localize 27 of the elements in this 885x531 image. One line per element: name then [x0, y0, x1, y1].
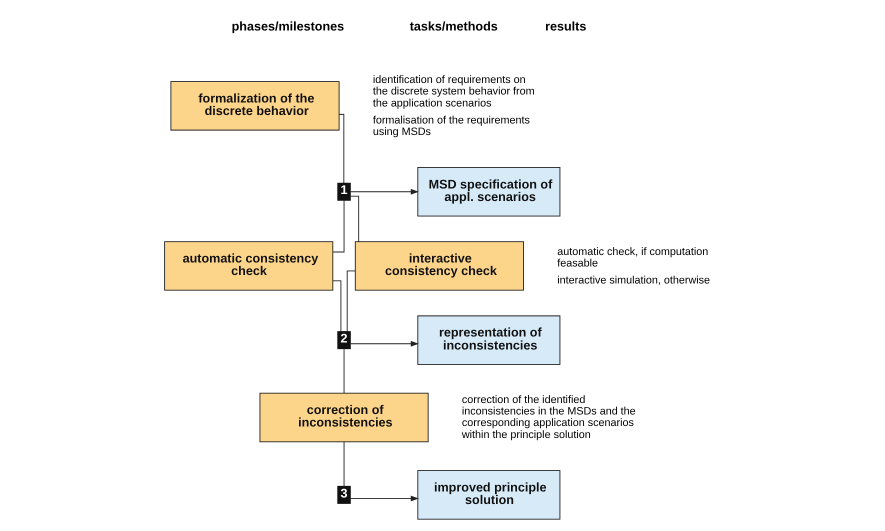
node-box: automatic consistency check	[164, 241, 333, 291]
node-label: automatic check, if computation feasable	[556, 246, 708, 270]
node-label: interactive simulation, otherwise	[556, 274, 710, 287]
node-box: correction of inconsistencies	[259, 392, 428, 442]
label: results	[544, 19, 586, 34]
arrow	[350, 496, 418, 502]
connector	[343, 348, 344, 394]
node-box: 2	[336, 331, 350, 350]
connector	[346, 270, 356, 332]
connector	[332, 280, 341, 332]
connector	[350, 196, 359, 242]
node-box: improved principle solution	[416, 470, 560, 520]
node-box: MSD specification of appl. scenarios	[416, 167, 560, 216]
node-box: formalization of the discrete behavior	[170, 81, 340, 131]
node-box: 1	[336, 182, 350, 201]
arrow	[350, 188, 418, 195]
node-box: 3	[336, 486, 350, 504]
label: phases/milestones	[231, 19, 344, 34]
node-label: formalisation of the requirements using MSDs	[372, 114, 530, 138]
node-label: correction of the identified inconsistencies in the MSDs and the corresponding application scenarios within the principle solution	[461, 394, 636, 441]
connector	[338, 114, 344, 184]
arrow	[350, 340, 418, 347]
connector	[343, 442, 344, 487]
node-box: interactive consistency check	[354, 241, 524, 291]
node-box: representation of inconsistencies	[416, 315, 560, 365]
node-label: identification of requirements on the discrete system behavior from the application scenarios	[372, 74, 534, 110]
label: tasks/methods	[409, 19, 498, 34]
